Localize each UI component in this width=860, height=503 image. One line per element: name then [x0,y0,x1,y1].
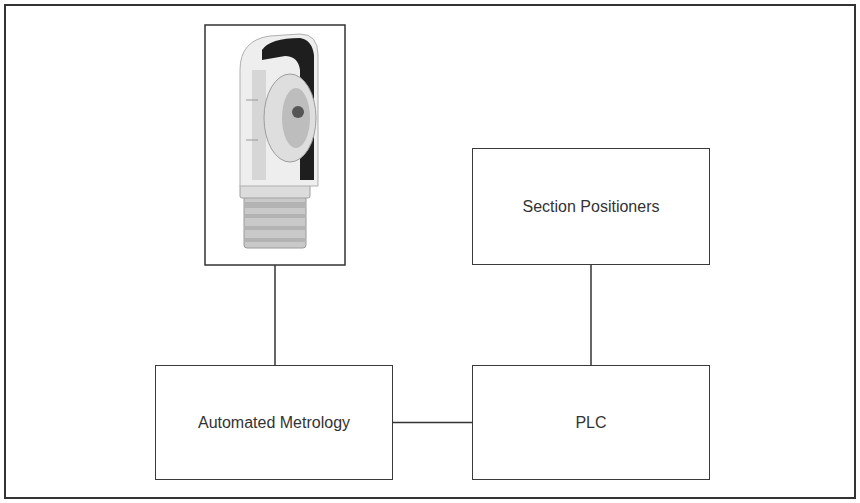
box-label: Automated Metrology [198,413,350,433]
laser-tracker-picture [240,34,318,248]
process-box: PLC [472,365,710,480]
image-frame [205,25,345,265]
outer-frame [5,5,855,498]
process-box: Section Positioners [472,148,710,265]
connector-line [393,422,472,424]
process-box: Automated Metrology [155,365,393,480]
box-label: PLC [575,413,606,433]
box-label: Section Positioners [523,197,660,217]
connector-line [590,265,592,365]
tracker-wire [274,265,276,365]
